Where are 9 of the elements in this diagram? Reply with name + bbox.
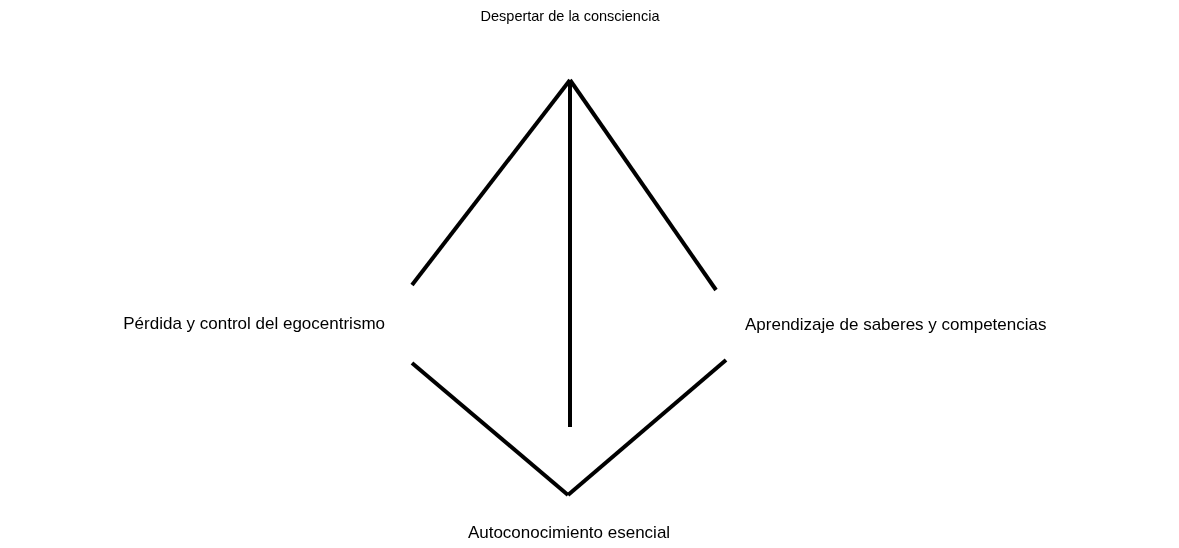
stage-label: Autoconocimiento esencial [467, 523, 671, 543]
stage-label: Aprendizaje de saberes y competencias [745, 315, 1047, 335]
connector-line [566, 358, 728, 497]
stage-label: Pérdida y control del egocentrismo [123, 314, 385, 334]
connector-line [568, 80, 572, 427]
connector-line [410, 78, 572, 287]
stage-label: Despertar de la consciencia [480, 8, 660, 24]
connector-line [410, 361, 570, 497]
connector-line [568, 78, 718, 292]
